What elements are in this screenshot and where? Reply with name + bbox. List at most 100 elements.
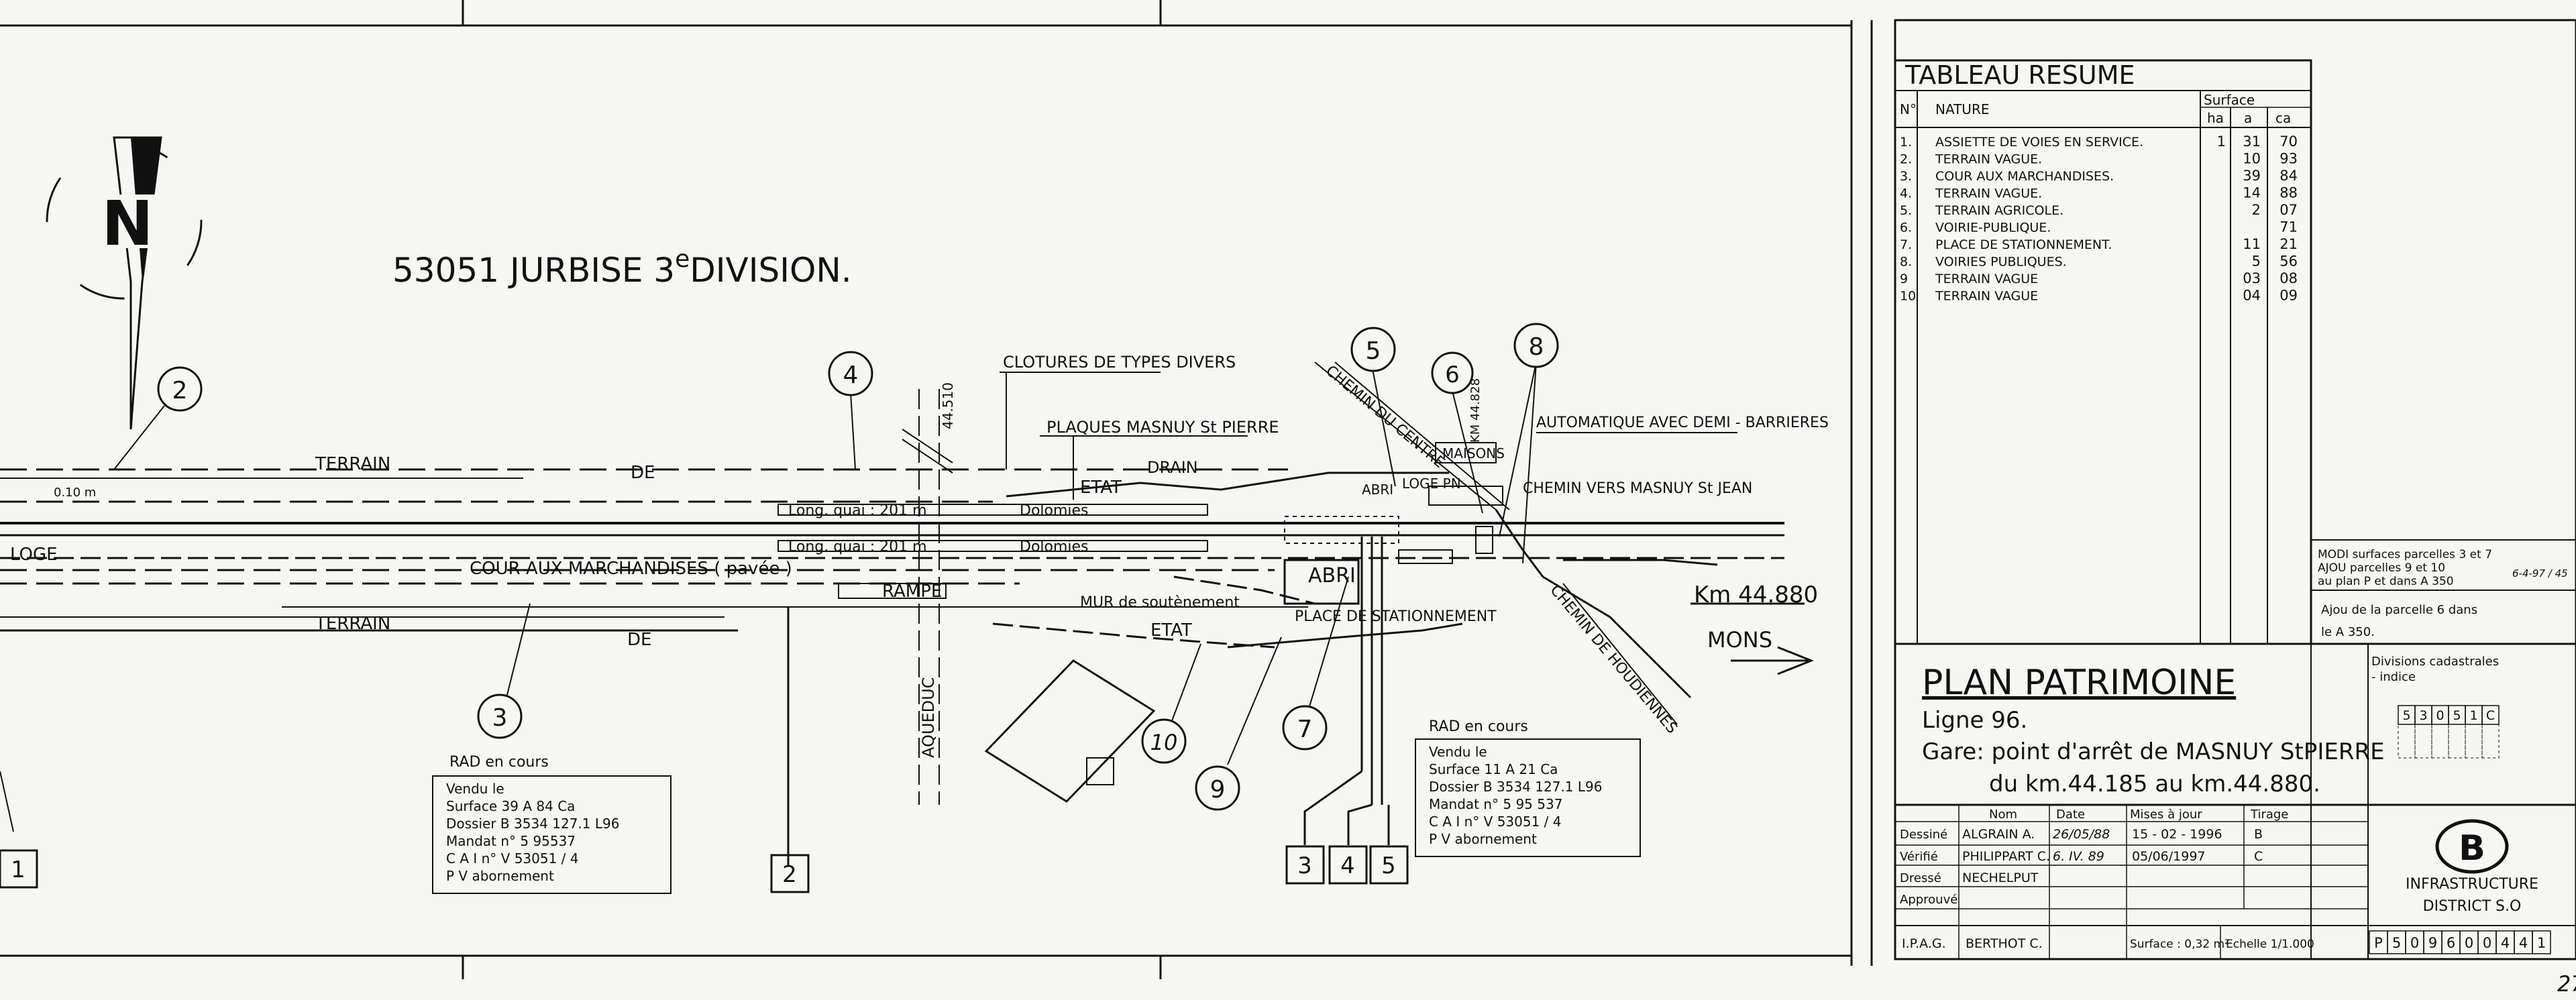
row-ca: 21 <box>2279 236 2298 252</box>
label-aqueduc: AQUEDUC <box>919 677 938 758</box>
division-blank-cell <box>2414 724 2432 759</box>
label-terrain-top: TERRAIN <box>315 454 390 474</box>
division-blank-cell <box>2431 724 2449 759</box>
label-chemin-masnuy: CHEMIN VERS MASNUY St JEAN <box>1523 480 1752 497</box>
division-blank-cell <box>2398 724 2416 759</box>
division-blank-cell <box>2481 724 2500 759</box>
sheet-ref-4: 4 <box>1340 852 1355 879</box>
callout-6: 6 <box>1445 362 1460 388</box>
rad-right-line: Surface 11 A 21 Ca <box>1429 761 1558 777</box>
row-no: 4. <box>1900 186 1912 201</box>
row-no: 9 <box>1900 272 1908 286</box>
reference-code-char: 5 <box>2392 935 2401 951</box>
row-no: 3. <box>1900 169 1912 184</box>
sncb-logo-icon: B <box>2435 819 2509 874</box>
row-nature: TERRAIN VAGUE. <box>1935 152 2042 167</box>
row-a: 2 <box>2252 202 2261 218</box>
row-a: 03 <box>2243 270 2261 286</box>
parcel-callouts: 2 4 3 5 6 8 7 9 10 <box>157 323 1559 811</box>
row-no: 8. <box>1900 255 1912 270</box>
row-ca: 56 <box>2279 254 2298 270</box>
callout-4: 4 <box>843 362 859 389</box>
callout-10: 10 <box>1150 730 1178 755</box>
callout-2: 2 <box>172 377 188 404</box>
label-clotures: CLOTURES DE TYPES DIVERS <box>1003 353 1236 372</box>
modi-note-1: MODI surfaces parcelles 3 et 7 <box>2318 548 2492 561</box>
row-nature: TERRAIN AGRICOLE. <box>1935 203 2063 218</box>
role-label: Vérifié <box>1900 850 1938 864</box>
row-nature: VOIRIE-PUBLIQUE. <box>1935 221 2051 235</box>
sheet-frame <box>0 0 1873 979</box>
label-dolomies-1: Dolomies <box>1020 502 1089 519</box>
division-code-char: 5 <box>2402 708 2410 723</box>
label-abri-small: ABRI <box>1362 482 1393 498</box>
modi-signature: 6-4-97 / 45 <box>2512 567 2568 579</box>
modi-note-3: au plan P et dans A 350 <box>2318 575 2454 588</box>
rad-left-line: C A I n° V 53051 / 4 <box>446 850 579 867</box>
label-etat-top: ETAT <box>1080 478 1122 498</box>
reference-code-char: 9 <box>2428 935 2437 951</box>
rad-right-line: C A I n° V 53051 / 4 <box>1429 814 1562 830</box>
reference-code-char: 6 <box>2447 935 2455 951</box>
role-update: 15 - 02 - 1996 <box>2132 827 2222 842</box>
row-ca: 88 <box>2279 185 2298 201</box>
tableau-resume: TABLEAU RESUME N° NATURE Surface ha a ca… <box>1894 19 2576 960</box>
rad-left-line: Dossier B 3534 127.1 L96 <box>446 816 619 832</box>
label-dolomies-2: Dolomies <box>1020 539 1089 555</box>
rad-right-line: P V abornement <box>1429 831 1537 847</box>
division-code-char: 0 <box>2436 708 2444 723</box>
reference-code-char: 4 <box>2501 935 2510 951</box>
reference-code-char: 1 <box>2537 935 2546 951</box>
row-ca: 71 <box>2279 219 2298 235</box>
rad-left-line: Vendu le <box>446 781 504 797</box>
role-label: Approuvé <box>1900 893 1957 907</box>
rad-right-note: RAD en cours Vendu le Surface 11 A 21 Ca… <box>1415 718 1641 857</box>
sheet-ref-5: 5 <box>1381 852 1396 879</box>
rad-left-line: Mandat n° 5 95537 <box>446 833 576 849</box>
ipag-label: I.P.A.G. <box>1902 936 1946 951</box>
north-arrow: N <box>46 136 203 430</box>
row-no: 10 <box>1900 289 1916 304</box>
reference-code-char: 0 <box>2410 935 2419 951</box>
ajou-note-1: Ajou de la parcelle 6 dans <box>2321 603 2477 617</box>
callout-3: 3 <box>492 704 508 732</box>
row-no: 5. <box>1900 203 1912 218</box>
division-code-cell <box>2481 705 2500 725</box>
reference-code-char: 4 <box>2519 935 2528 951</box>
sheet-ref-3: 3 <box>1297 852 1312 879</box>
label-place-stationnement: PLACE DE STATIONNEMENT <box>1295 608 1497 625</box>
ligne: Ligne 96. <box>1922 707 2027 734</box>
role-tirage: C <box>2254 849 2263 864</box>
rad-right-head: RAD en cours <box>1429 718 1528 735</box>
row-nature: TERRAIN VAGUE <box>1935 272 2038 286</box>
label-scale-note: 0.10 m <box>54 486 96 500</box>
label-maisons: MAISONS <box>1442 445 1505 461</box>
divisions-cadastrales: Divisions cadastrales <box>2371 655 2499 669</box>
row-ca: 84 <box>2279 168 2298 184</box>
label-long-quai-2: Long. quai : 201 m <box>788 539 927 555</box>
division-code-char: 5 <box>2453 708 2461 723</box>
km-range: du km.44.185 au km.44.880. <box>1989 771 2320 797</box>
role-tirage: B <box>2254 827 2263 842</box>
row-ha: 1 <box>2217 133 2226 150</box>
tableau-title: TABLEAU RESUME <box>1904 60 2135 90</box>
label-drain: DRAIN <box>1147 458 1198 477</box>
role-label: Dressé <box>1900 871 1941 885</box>
reference-code-cell <box>2532 930 2551 954</box>
role-name: ALGRAIN A. <box>1962 827 2035 842</box>
row-a: 04 <box>2243 288 2261 304</box>
division-code-char: C <box>2486 708 2495 723</box>
